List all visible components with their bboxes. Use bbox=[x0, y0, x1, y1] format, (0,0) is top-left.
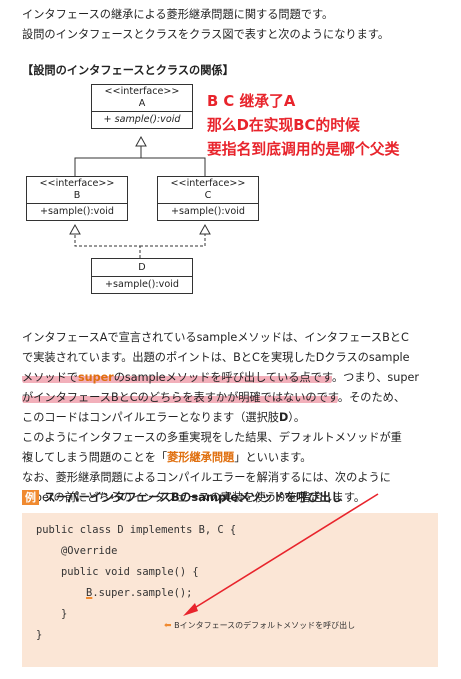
realization-line-b bbox=[74, 234, 141, 258]
body-line-3c: のsampleメソッドを呼び出している点です bbox=[113, 371, 332, 384]
uml-interface-c: <<interface>> C +sample():void bbox=[157, 176, 259, 221]
highlight-2: がインタフェースBとCのどちらを表すかが明確ではないのです bbox=[22, 391, 338, 404]
code-line-6: } bbox=[36, 629, 43, 641]
body-line-7: 複してしまう問題のことを「菱形継承問題」といいます。 bbox=[22, 448, 454, 468]
interface-b-stereotype: <<interface>> bbox=[39, 178, 115, 189]
uml-interface-b: <<interface>> B +sample():void bbox=[26, 176, 128, 221]
body-line-3d: 。つまり、super bbox=[331, 371, 419, 384]
inheritance-arrowhead bbox=[135, 135, 147, 147]
interface-c-method: +sample():void bbox=[158, 203, 258, 220]
intro-paragraph: インタフェースの継承による菱形継承問題に関する問題です。 設問のインタフェースと… bbox=[22, 5, 452, 45]
interface-a-method: + sample():void bbox=[92, 111, 192, 128]
uml-interface-a: <<interface>> A + sample():void bbox=[91, 84, 193, 129]
explanation-paragraph: インタフェースAで宣言されているsampleメソッドは、インタフェースBとC で… bbox=[22, 328, 454, 508]
intro-line-1: インタフェースの継承による菱形継承問題に関する問題です。 bbox=[22, 8, 334, 21]
example-badge: 例 bbox=[22, 489, 39, 505]
body-line-5: このコードはコンパイルエラーとなります（選択肢D）。 bbox=[22, 408, 454, 428]
body-line-4b: 。そのため、 bbox=[337, 391, 406, 404]
choice-d: D bbox=[278, 411, 289, 424]
body-line-5c: ）。 bbox=[288, 411, 306, 424]
red-annotation: B C 继承了A 那么D在实现BC的时候 要指名到底调用的是哪个父类 bbox=[207, 90, 399, 162]
code-annotation: ⬅ Bインタフェースのデフォルトメソッドを呼び出し bbox=[164, 620, 355, 631]
interface-a-stereotype: <<interface>> bbox=[104, 86, 180, 97]
interface-a-name: A bbox=[138, 98, 146, 109]
keyword-super: super bbox=[77, 371, 114, 384]
class-d-method: +sample():void bbox=[92, 276, 192, 293]
body-line-8: なお、菱形継承問題によるコンパイルエラーを解消するには、次のように bbox=[22, 471, 391, 484]
code-line-4-rest: .super.sample(); bbox=[92, 587, 193, 599]
body-line-5a: このコードはコンパイルエラーとなります（選択肢 bbox=[22, 411, 279, 424]
body-line-4: がインタフェースBとCのどちらを表すかが明確ではないのです。そのため、 bbox=[22, 388, 454, 408]
intro-line-2: 設問のインタフェースとクラスをクラス図で表すと次のようになります。 bbox=[22, 28, 390, 41]
code-line-4: B.super.sample(); bbox=[36, 583, 236, 604]
red-arrow-line bbox=[187, 493, 379, 613]
realization-arrowhead-c bbox=[199, 223, 211, 235]
code-line-2: @Override bbox=[36, 545, 118, 557]
code-interface-b: B bbox=[86, 587, 93, 599]
keyword-diamond-problem: 菱形継承問題 bbox=[167, 451, 235, 464]
annotation-line-3: 要指名到底调用的是哪个父类 bbox=[207, 141, 400, 158]
class-d-name: D bbox=[138, 262, 146, 273]
example-title: 例 スーパーインタフェースBのsampleメソッドを呼び出し bbox=[22, 489, 343, 505]
body-line-7a: 複してしまう問題のことを「 bbox=[22, 451, 168, 464]
code-text: public class D implements B, C { @Overri… bbox=[36, 520, 236, 646]
code-line-5: } bbox=[36, 608, 68, 620]
realization-arrowhead-b bbox=[69, 223, 81, 235]
interface-b-method: +sample():void bbox=[27, 203, 127, 220]
code-line-1: public class D implements B, C { bbox=[36, 524, 237, 536]
code-line-3: public void sample() { bbox=[36, 566, 199, 578]
highlight-1: メソッドでsuperのsampleメソッドを呼び出している点です bbox=[22, 371, 332, 384]
body-line-2: で実装されています。出題のポイントは、BとCを実現したDクラスのsample bbox=[22, 351, 410, 364]
realization-line-c bbox=[140, 234, 206, 247]
body-line-3a: メソッドで bbox=[22, 371, 78, 384]
body-line-7c: 」といいます。 bbox=[234, 451, 312, 464]
interface-c-stereotype: <<interface>> bbox=[170, 178, 246, 189]
red-arrowhead-icon bbox=[183, 603, 198, 616]
body-line-9: superの前にどちらのインタフェースの実装を使うかを指定します。 bbox=[22, 491, 366, 504]
annotation-line-2: 那么D在实现BC的时候 bbox=[207, 117, 360, 134]
interface-c-name: C bbox=[204, 190, 212, 201]
diagram-heading: 【設問のインタフェースとクラスの関係】 bbox=[22, 64, 234, 77]
body-line-6: このようにインタフェースの多重実現をした結果、デフォルトメソッドが重 bbox=[22, 431, 402, 444]
body-line-3: メソッドでsuperのsampleメソッドを呼び出している点です。つまり、sup… bbox=[22, 368, 454, 388]
inheritance-line-c bbox=[141, 157, 206, 176]
uml-class-d: D +sample():void bbox=[91, 258, 193, 294]
interface-b-name: B bbox=[73, 190, 81, 201]
inheritance-line-b bbox=[74, 146, 142, 176]
annotation-line-1: B C 继承了A bbox=[207, 93, 296, 110]
left-arrow-icon: ⬅ bbox=[164, 621, 172, 631]
code-annotation-text: Bインタフェースのデフォルトメソッドを呼び出し bbox=[174, 621, 356, 630]
example-title-text: スーパーインタフェースBのsampleメソッドを呼び出し bbox=[44, 490, 343, 504]
uml-connectors bbox=[69, 135, 211, 258]
code-block: public class D implements B, C { @Overri… bbox=[22, 513, 438, 667]
body-line-1: インタフェースAで宣言されているsampleメソッドは、インタフェースBとC bbox=[22, 331, 409, 344]
